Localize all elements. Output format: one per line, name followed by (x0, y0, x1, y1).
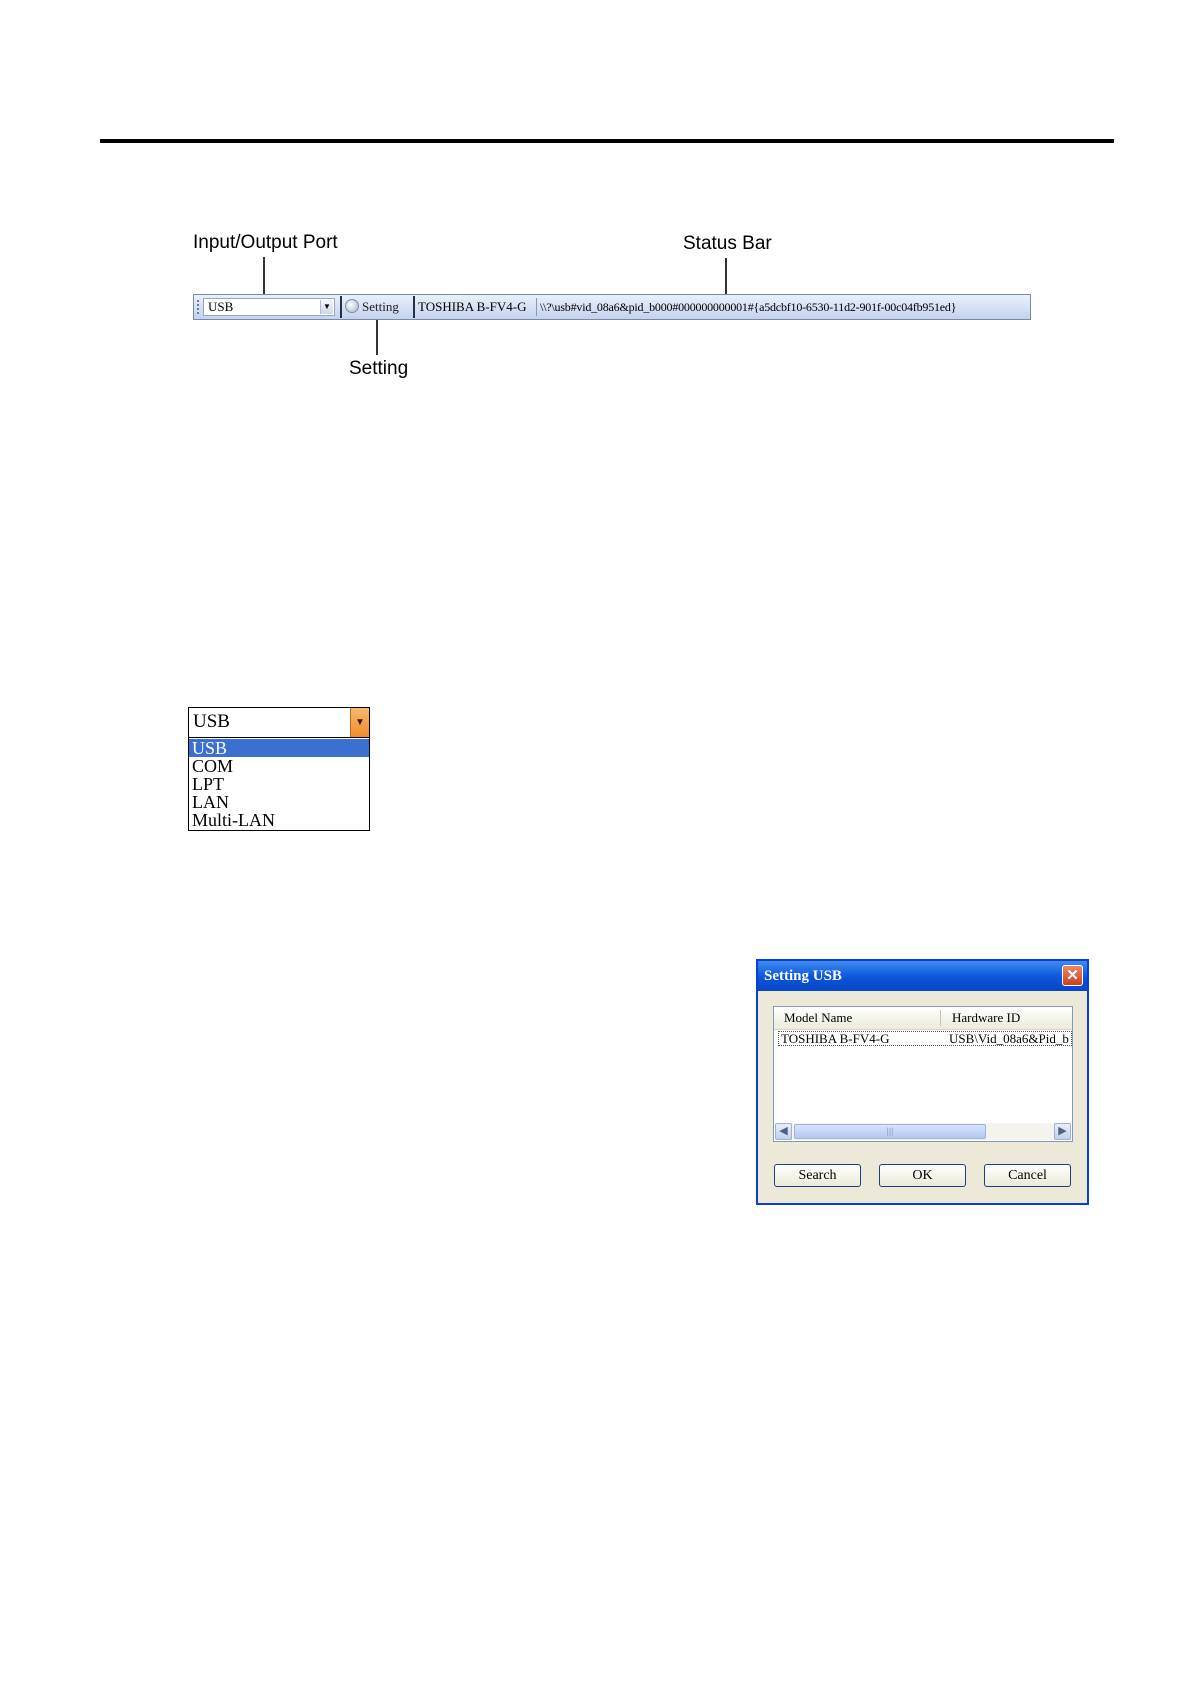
column-divider[interactable] (940, 1010, 941, 1026)
port-select[interactable]: USB ▼ (203, 298, 335, 316)
dropdown-option-usb[interactable]: USB (189, 739, 369, 757)
close-icon[interactable]: ✕ (1062, 965, 1083, 986)
chevron-down-icon[interactable]: ▼ (320, 300, 333, 314)
status-separator (536, 298, 537, 316)
chevron-down-icon[interactable]: ▼ (350, 708, 369, 737)
dropdown-option-multi-lan[interactable]: Multi-LAN (189, 811, 369, 829)
table-row[interactable]: TOSHIBA B-FV4-G USB\Vid_08a6&Pid_b (778, 1031, 1072, 1046)
callout-status-bar: Status Bar (683, 233, 772, 255)
device-list: Model Name Hardware ID TOSHIBA B-FV4-G U… (773, 1006, 1073, 1142)
dropdown-option-com[interactable]: COM (189, 757, 369, 775)
setting-usb-dialog: Setting USB ✕ Model Name Hardware ID TOS… (756, 959, 1089, 1205)
search-button[interactable]: Search (774, 1164, 861, 1187)
toolbar-grip[interactable] (197, 300, 199, 314)
port-dropdown-combo[interactable]: USB ▼ (189, 708, 369, 738)
callout-line-io-port (263, 257, 265, 294)
status-hardware-id: \\?\usb#vid_08a6&pid_b000#000000000001#{… (540, 298, 956, 316)
header-rule (100, 139, 1114, 143)
dialog-title: Setting USB (764, 967, 842, 985)
device-list-header: Model Name Hardware ID (774, 1007, 1072, 1030)
port-dropdown: USB ▼ USB COM LPT LAN Multi-LAN (188, 707, 370, 831)
toolbar: USB ▼ Setting TOSHIBA B-FV4-G \\?\usb#vi… (193, 294, 1031, 320)
column-header-hardware-id[interactable]: Hardware ID (952, 1007, 1070, 1029)
callout-line-setting (376, 320, 378, 355)
gear-icon (345, 299, 359, 313)
port-select-value: USB (208, 299, 233, 314)
horizontal-scrollbar[interactable]: ◀ ||| ▶ (775, 1123, 1071, 1140)
dropdown-option-lan[interactable]: LAN (189, 793, 369, 811)
chevron-left-icon[interactable]: ◀ (775, 1123, 792, 1140)
port-dropdown-list: USB COM LPT LAN Multi-LAN (189, 739, 369, 829)
ok-button[interactable]: OK (879, 1164, 966, 1187)
dropdown-option-lpt[interactable]: LPT (189, 775, 369, 793)
toolbar-separator (340, 296, 342, 318)
toolbar-separator (413, 296, 415, 318)
port-dropdown-value: USB (193, 710, 230, 734)
status-model-name: TOSHIBA B-FV4-G (418, 298, 526, 316)
callout-line-status-bar (725, 258, 727, 294)
cancel-button[interactable]: Cancel (984, 1164, 1071, 1187)
column-header-model-name[interactable]: Model Name (784, 1007, 934, 1029)
callout-io-port: Input/Output Port (193, 232, 338, 254)
scrollbar-thumb[interactable]: ||| (794, 1124, 986, 1139)
chevron-right-icon[interactable]: ▶ (1054, 1123, 1071, 1140)
cell-model-name: TOSHIBA B-FV4-G (781, 1032, 936, 1045)
setting-button-label: Setting (362, 299, 399, 314)
setting-button[interactable]: Setting (345, 298, 407, 316)
cell-hardware-id: USB\Vid_08a6&Pid_b (949, 1032, 1071, 1045)
dialog-titlebar[interactable]: Setting USB ✕ (758, 961, 1087, 991)
callout-setting: Setting (349, 358, 408, 380)
